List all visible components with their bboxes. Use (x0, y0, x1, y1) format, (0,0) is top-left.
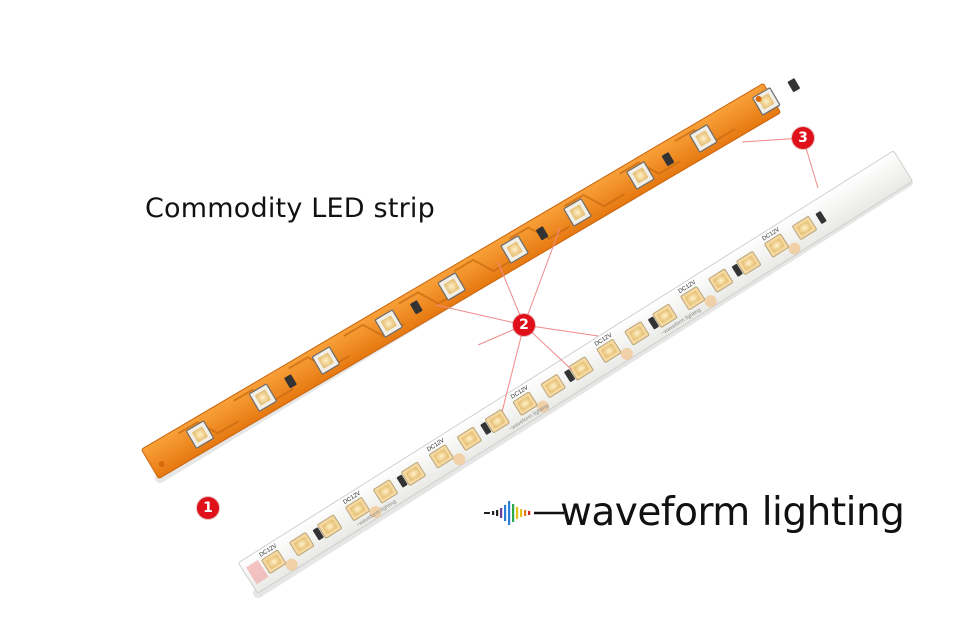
resistor (284, 374, 297, 389)
resistor (536, 226, 549, 241)
resistor (731, 263, 743, 277)
waveform-bar (504, 505, 507, 521)
waveform-bar (512, 504, 515, 522)
marker-2-badge: 2 (513, 314, 535, 336)
waveform-bar (500, 508, 503, 518)
solder-pad (620, 347, 633, 360)
resistor (815, 211, 827, 224)
waveform-lighting-logo: waveform lighting (484, 488, 905, 538)
waveform-bar (524, 510, 527, 516)
waveform-bar (496, 510, 499, 516)
solder-pad (788, 242, 801, 255)
waveform-bar (520, 509, 523, 517)
commodity-led-strip-caption: Commodity LED strip (145, 193, 435, 224)
commodity-led-strip (141, 78, 800, 479)
resistor (312, 527, 324, 541)
resistor (396, 474, 408, 488)
waveform-bar (508, 501, 511, 525)
waveform-bar (516, 507, 519, 519)
waveform-bar (492, 511, 495, 515)
marker-3-badge: 3 (792, 127, 814, 149)
resistor (480, 422, 492, 435)
resistor (787, 78, 800, 92)
waveform-led-strip: DC12VDC12VDC12VDC12VDC12VDC12VDC12V~wave… (238, 151, 913, 593)
resistor (410, 300, 423, 315)
resistor (648, 316, 659, 330)
marker-1-badge: 1 (197, 497, 219, 519)
solder-pad (369, 506, 382, 519)
resistor (564, 369, 576, 382)
solder-pad (704, 295, 717, 308)
waveform-bar (528, 511, 531, 515)
waveform-bars-icon (484, 501, 564, 525)
resistor (661, 152, 675, 167)
solder-pad (537, 400, 550, 413)
solder-pad (285, 558, 298, 571)
brand-name: waveform lighting (560, 490, 905, 535)
solder-pad (453, 453, 466, 466)
